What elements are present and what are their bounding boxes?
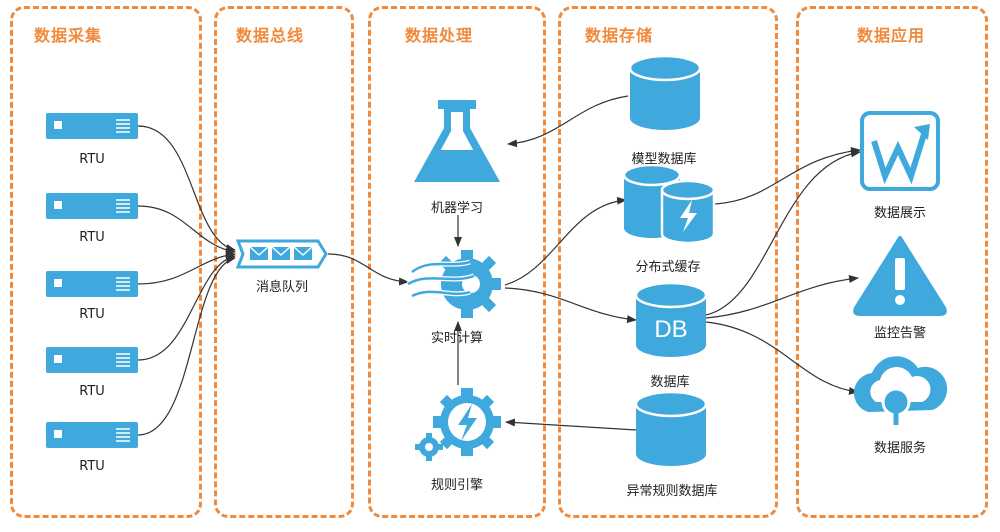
edge-rtu3-queue xyxy=(137,251,236,285)
edge-rtu1-queue xyxy=(137,125,236,252)
lane-title-storage: 数据存储 xyxy=(585,26,654,45)
node-label-distributed-cache: 分布式缓存 xyxy=(635,260,701,275)
gear-lightning-icon xyxy=(415,388,501,461)
edge-compute-cache xyxy=(504,196,627,286)
cloud-service-icon xyxy=(853,356,948,425)
edge-db-display xyxy=(705,149,861,316)
node-label-anomaly-rule-db: 异常规则数据库 xyxy=(626,484,718,499)
node-label-rtu: RTU xyxy=(79,459,105,474)
server-icon xyxy=(45,270,139,298)
lane-storage xyxy=(558,6,778,518)
lane-title-bus: 数据总线 xyxy=(236,26,305,45)
edge-rtu4-queue xyxy=(137,254,236,361)
node-label-message-queue: 消息队列 xyxy=(255,280,309,295)
edge-db-service xyxy=(705,321,859,395)
node-label-data-display: 数据展示 xyxy=(873,206,927,221)
flask-icon xyxy=(414,100,500,182)
lane-application xyxy=(796,6,988,518)
gear-stream-icon xyxy=(406,250,501,318)
lane-title-process: 数据处理 xyxy=(405,26,474,45)
edge-queue-compute xyxy=(327,253,409,286)
node-label-monitor-alert: 监控告警 xyxy=(873,326,927,341)
node-label-machine-learning: 机器学习 xyxy=(430,201,484,216)
node-label-realtime-compute: 实时计算 xyxy=(430,331,484,346)
node-label-rtu: RTU xyxy=(79,307,105,322)
database-db-icon: DB xyxy=(634,281,708,359)
server-icon xyxy=(45,421,139,449)
node-label-rtu: RTU xyxy=(79,384,105,399)
edge-anomalydb-rules xyxy=(505,418,637,431)
edge-db-alert xyxy=(705,275,859,319)
lane-bus xyxy=(214,6,354,518)
lane-process xyxy=(368,6,546,518)
database-cylinder-icon xyxy=(634,390,708,468)
lane-title-collect: 数据采集 xyxy=(34,26,103,45)
lane-collect xyxy=(10,6,202,518)
chart-w-icon xyxy=(860,111,940,191)
warning-icon xyxy=(853,236,947,316)
database-cylinder-icon xyxy=(628,54,702,132)
node-label-rtu: RTU xyxy=(79,152,105,167)
cache-lightning-icon xyxy=(622,163,716,245)
node-label-rtu: RTU xyxy=(79,230,105,245)
node-label-database: 数据库 xyxy=(650,375,690,390)
database-icon-text: DB xyxy=(654,316,687,343)
server-icon xyxy=(45,192,139,220)
server-icon xyxy=(45,112,139,140)
connectors xyxy=(137,95,861,436)
edge-modeldb-ml xyxy=(507,95,629,148)
envelope-queue-icon xyxy=(235,239,328,269)
edge-rtu2-queue xyxy=(137,205,236,255)
server-icon xyxy=(45,346,139,374)
lane-title-application: 数据应用 xyxy=(857,26,926,45)
edge-cache-display xyxy=(714,147,861,205)
edge-rtu5-queue xyxy=(137,256,236,436)
node-label-data-service: 数据服务 xyxy=(873,441,927,456)
edge-compute-db xyxy=(504,287,637,324)
node-label-model-db: 模型数据库 xyxy=(631,152,697,167)
node-label-rule-engine: 规则引擎 xyxy=(430,478,484,493)
